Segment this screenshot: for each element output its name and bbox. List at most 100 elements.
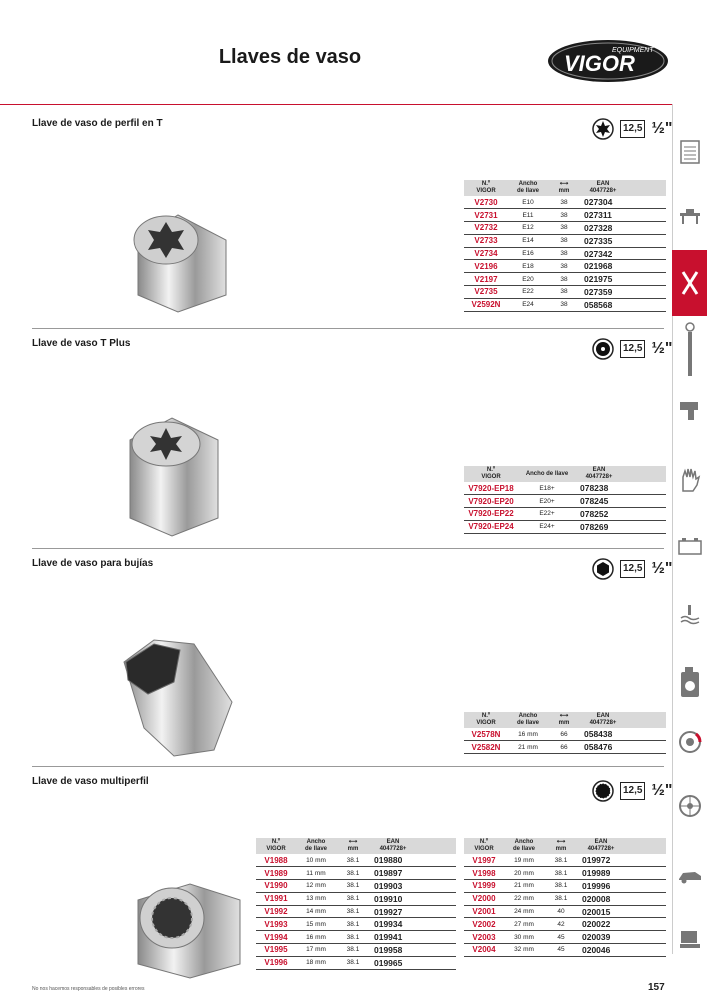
cell-len: 38.1	[544, 879, 578, 893]
cell-len: 38	[548, 259, 580, 274]
drive-symbols: 12,5 ½"	[592, 780, 672, 802]
cell-ean: 027311	[580, 208, 626, 223]
cell-len: 38	[548, 208, 580, 223]
cell-ean: 019996	[578, 879, 624, 893]
cell-code: V2735	[464, 285, 508, 299]
category-sidebar	[672, 104, 707, 954]
cell-ean: 027328	[580, 221, 626, 235]
cell-code: V2734	[464, 247, 508, 261]
cell-ean: 019989	[578, 866, 624, 881]
torque-wrench-icon[interactable]	[676, 320, 704, 380]
cell-blank	[626, 740, 666, 755]
cell-blank	[624, 917, 666, 932]
column-header: N.º	[486, 467, 496, 473]
cell-size: 17 mm	[296, 943, 336, 957]
column-header: EAN	[386, 839, 400, 845]
column-header: 4047728+	[589, 188, 617, 194]
cell-ean: 019910	[370, 892, 416, 906]
cell-size: E11	[508, 208, 548, 223]
cell-code: V2730	[464, 196, 508, 210]
cell-code: V2731	[464, 208, 508, 223]
cell-size: 19 mm	[504, 854, 544, 868]
cell-ean: 058568	[580, 298, 626, 312]
cell-blank	[622, 494, 666, 509]
column-header: de llave	[304, 846, 327, 852]
cell-size: E22	[508, 285, 548, 299]
cell-size: E10	[508, 196, 548, 210]
cell-code: V7920-EP22	[464, 507, 518, 521]
vehicle-icon[interactable]	[676, 926, 704, 954]
cell-blank	[624, 892, 666, 906]
cell-ean: 027359	[580, 285, 626, 299]
section-divider	[32, 548, 664, 549]
cell-blank	[624, 866, 666, 881]
glove-icon[interactable]	[676, 466, 704, 494]
cell-ean: 019927	[370, 905, 416, 919]
impact-wrench-icon[interactable]	[676, 396, 704, 424]
cell-blank	[626, 285, 666, 299]
coolant-icon[interactable]	[676, 600, 704, 628]
cell-code: V2196	[464, 259, 508, 274]
cell-code: V1996	[256, 956, 296, 970]
brake-disc-icon[interactable]	[676, 728, 704, 756]
cell-len: 38	[548, 298, 580, 312]
cell-len: 38.1	[336, 879, 370, 893]
drive-symbols: 12,5 ½"	[592, 338, 672, 360]
header-rule	[0, 104, 672, 105]
column-header: 4047728+	[587, 846, 615, 852]
socket-t-profile-photo	[133, 214, 227, 313]
cell-size: E14	[508, 234, 548, 248]
cell-ean: 019903	[370, 879, 416, 893]
oil-canister-icon[interactable]	[676, 664, 704, 700]
cell-ean: 019972	[578, 854, 624, 868]
cell-size: E24+	[518, 520, 576, 534]
battery-icon[interactable]	[676, 532, 704, 560]
cell-blank	[626, 196, 666, 210]
workbench-icon[interactable]	[676, 202, 704, 230]
drive-inch: ½"	[651, 120, 673, 137]
cell-ean: 078269	[576, 520, 622, 534]
column-header: EAN	[596, 713, 610, 719]
cell-blank	[416, 943, 456, 957]
section-title-t-profile: Llave de vaso de perfil en T	[32, 118, 163, 129]
toolbox-icon[interactable]	[676, 138, 704, 166]
column-header: VIGOR	[481, 474, 501, 480]
cell-size: 21 mm	[504, 879, 544, 893]
cell-size: 14 mm	[296, 905, 336, 919]
cell-blank	[624, 854, 666, 868]
column-header: VIGOR	[474, 846, 494, 852]
cell-code: V1993	[256, 917, 296, 932]
t-plus-profile-icon	[592, 338, 614, 360]
cell-code: V1991	[256, 892, 296, 906]
cell-len: 66	[548, 740, 580, 755]
car-lift-icon[interactable]	[676, 862, 704, 890]
column-header: de llave	[516, 720, 539, 726]
column-header: N.º	[481, 181, 491, 187]
cell-ean: 020015	[578, 905, 624, 919]
column-header: 4047728+	[379, 846, 407, 852]
cell-blank	[624, 930, 666, 945]
cell-code: V2732	[464, 221, 508, 235]
section-divider	[32, 328, 664, 329]
page-number: 157	[648, 982, 665, 993]
tools-icon[interactable]	[672, 250, 707, 316]
wheel-icon[interactable]	[676, 792, 704, 820]
cell-code: V2592N	[464, 298, 508, 312]
cell-size: 12 mm	[296, 879, 336, 893]
cell-len: 38.1	[544, 854, 578, 868]
